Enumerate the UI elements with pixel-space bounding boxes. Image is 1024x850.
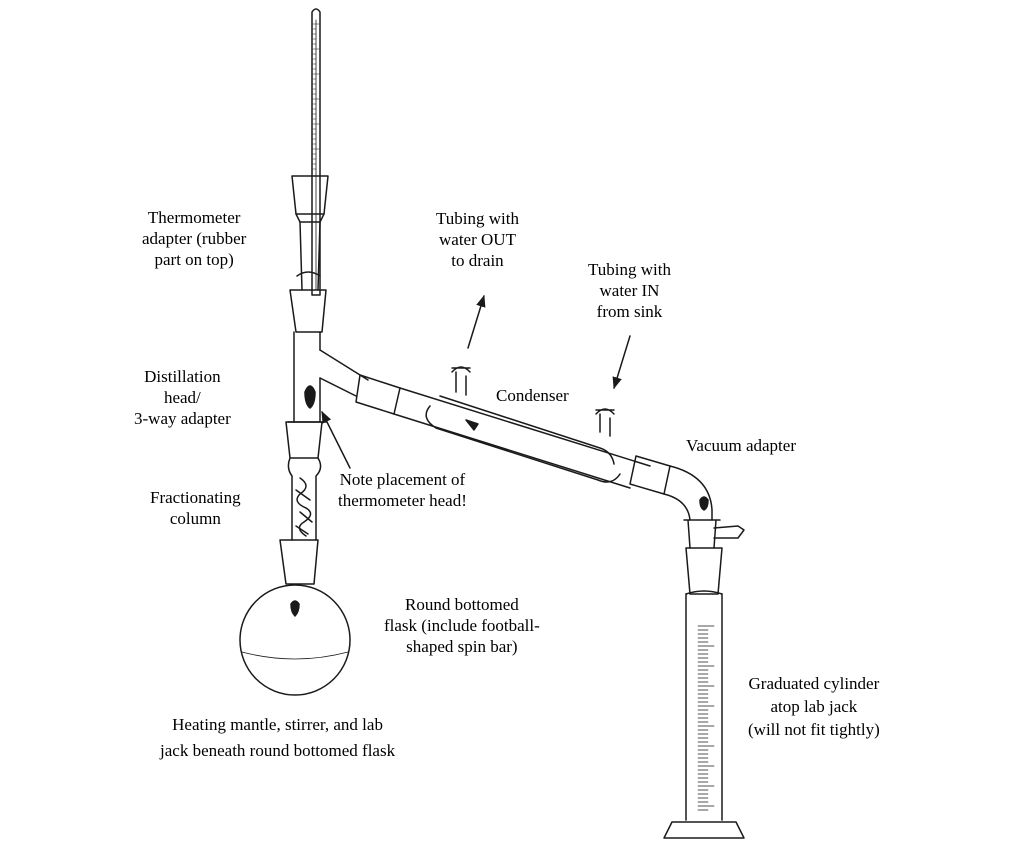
label-fractionating-column: Fractionating column bbox=[150, 488, 241, 528]
fractionating-column bbox=[285, 421, 323, 541]
thermometer-adapter bbox=[291, 175, 329, 291]
label-round-flask: Round bottomed flask (include football- … bbox=[384, 595, 540, 656]
graduated-cylinder bbox=[663, 590, 745, 839]
label-note-placement: Note placement of thermometer head! bbox=[338, 470, 467, 510]
label-graduated-cylinder: Graduated cylinder atop lab jack (will n… bbox=[748, 674, 880, 739]
note-arrow bbox=[321, 410, 351, 469]
label-distillation-head: Distillation head/ 3-way adapter bbox=[134, 367, 231, 428]
label-vacuum-adapter: Vacuum adapter bbox=[686, 436, 796, 455]
water-in-arrow bbox=[612, 335, 631, 390]
label-water-in: Tubing with water IN from sink bbox=[588, 260, 671, 321]
label-condenser: Condenser bbox=[496, 386, 569, 405]
condenser bbox=[355, 366, 651, 489]
label-water-out: Tubing with water OUT to drain bbox=[436, 209, 519, 270]
thermometer bbox=[311, 8, 321, 296]
label-thermometer-adapter: Thermometer adapter (rubber part on top) bbox=[142, 208, 247, 269]
round-bottomed-flask bbox=[239, 584, 351, 696]
vacuum-adapter bbox=[629, 455, 745, 595]
flask-joint bbox=[279, 539, 319, 585]
water-out-arrow bbox=[467, 294, 486, 349]
label-heating-mantle: Heating mantle, stirrer, and lab jack be… bbox=[160, 715, 396, 760]
